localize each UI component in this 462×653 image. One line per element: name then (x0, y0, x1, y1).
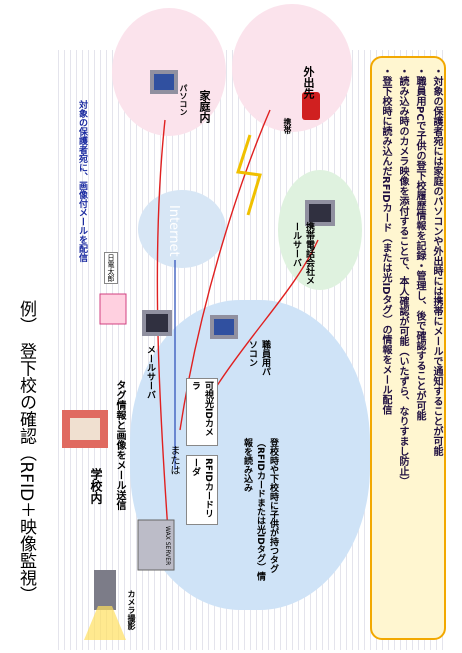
page-title: 例） 登下校の確認（RFID＋映像監視） (16, 300, 36, 604)
camera-label: カメラ撮影 (127, 590, 136, 630)
bullet-3: ・職員用PCで子供の登下校履歴情報を記録・管理し、後で確認することが可能 (414, 66, 425, 421)
camera-icon (84, 570, 126, 640)
school-label: 学校内 (89, 468, 103, 504)
bullet-2: ・読み込み時のカメラ映像を添付することで、本人確認が可能（いたずら、なりすまし防… (397, 66, 408, 486)
connection-school-to-home (156, 119, 171, 561)
monitor-home-icon (150, 70, 178, 94)
wax-server-label: WAX SERVER (164, 526, 171, 566)
monitor-staff-pc-icon (210, 315, 238, 339)
outside-zone (232, 4, 352, 132)
outside-label: 外出先 (302, 66, 315, 99)
reading-note-label: 登校時や下校時に子供が持つタグ（RFIDカードまたは光IDタグ）情報を読み込み (242, 438, 278, 581)
tag-info-label: タグ情報と画像をメール送信 (114, 380, 125, 510)
mobile-mail-server-label: 携帯電話会社メールサーバ (291, 222, 314, 285)
rfid-reader-box: RFIDカードリーダ (186, 455, 218, 525)
mobile-zone (278, 170, 362, 290)
wax-server-icon (137, 519, 175, 571)
bullet-note-box (370, 56, 446, 640)
monitor-mobile-server-icon (305, 200, 335, 226)
student-photo-icon (99, 293, 127, 325)
monitor-mail-server-icon (142, 310, 172, 336)
mail-server-label: メールサーバ (145, 345, 155, 399)
wireless-link (236, 134, 262, 216)
staff-pc-label: 職員用パソコン (247, 340, 270, 376)
or-label: または (168, 445, 179, 475)
student-name-box: 日電太郎 (104, 252, 118, 284)
internet-label: Internet (166, 205, 181, 257)
visible-id-camera-box: 可視光IDカメラ (186, 378, 218, 446)
pc-label: パソコン (179, 84, 188, 116)
mobile-label: 携帯 (283, 118, 292, 134)
bullet-4: ・対象の保護者宛には家庭のパソコンや外出時には携帯にメールで通知することが可能 (431, 66, 442, 456)
bullet-1: ・登下校時に読み込んだRFIDカード（または光IDタグ）の情報をメール配信 (380, 66, 391, 415)
home-label: 家庭内 (198, 90, 211, 123)
phone-icon (302, 92, 320, 120)
school-building-icon (62, 410, 108, 448)
mail-to-guardian-label: 対象の保護者宛に、画像付メールを配信 (77, 100, 87, 262)
internet-cloud (138, 190, 226, 268)
